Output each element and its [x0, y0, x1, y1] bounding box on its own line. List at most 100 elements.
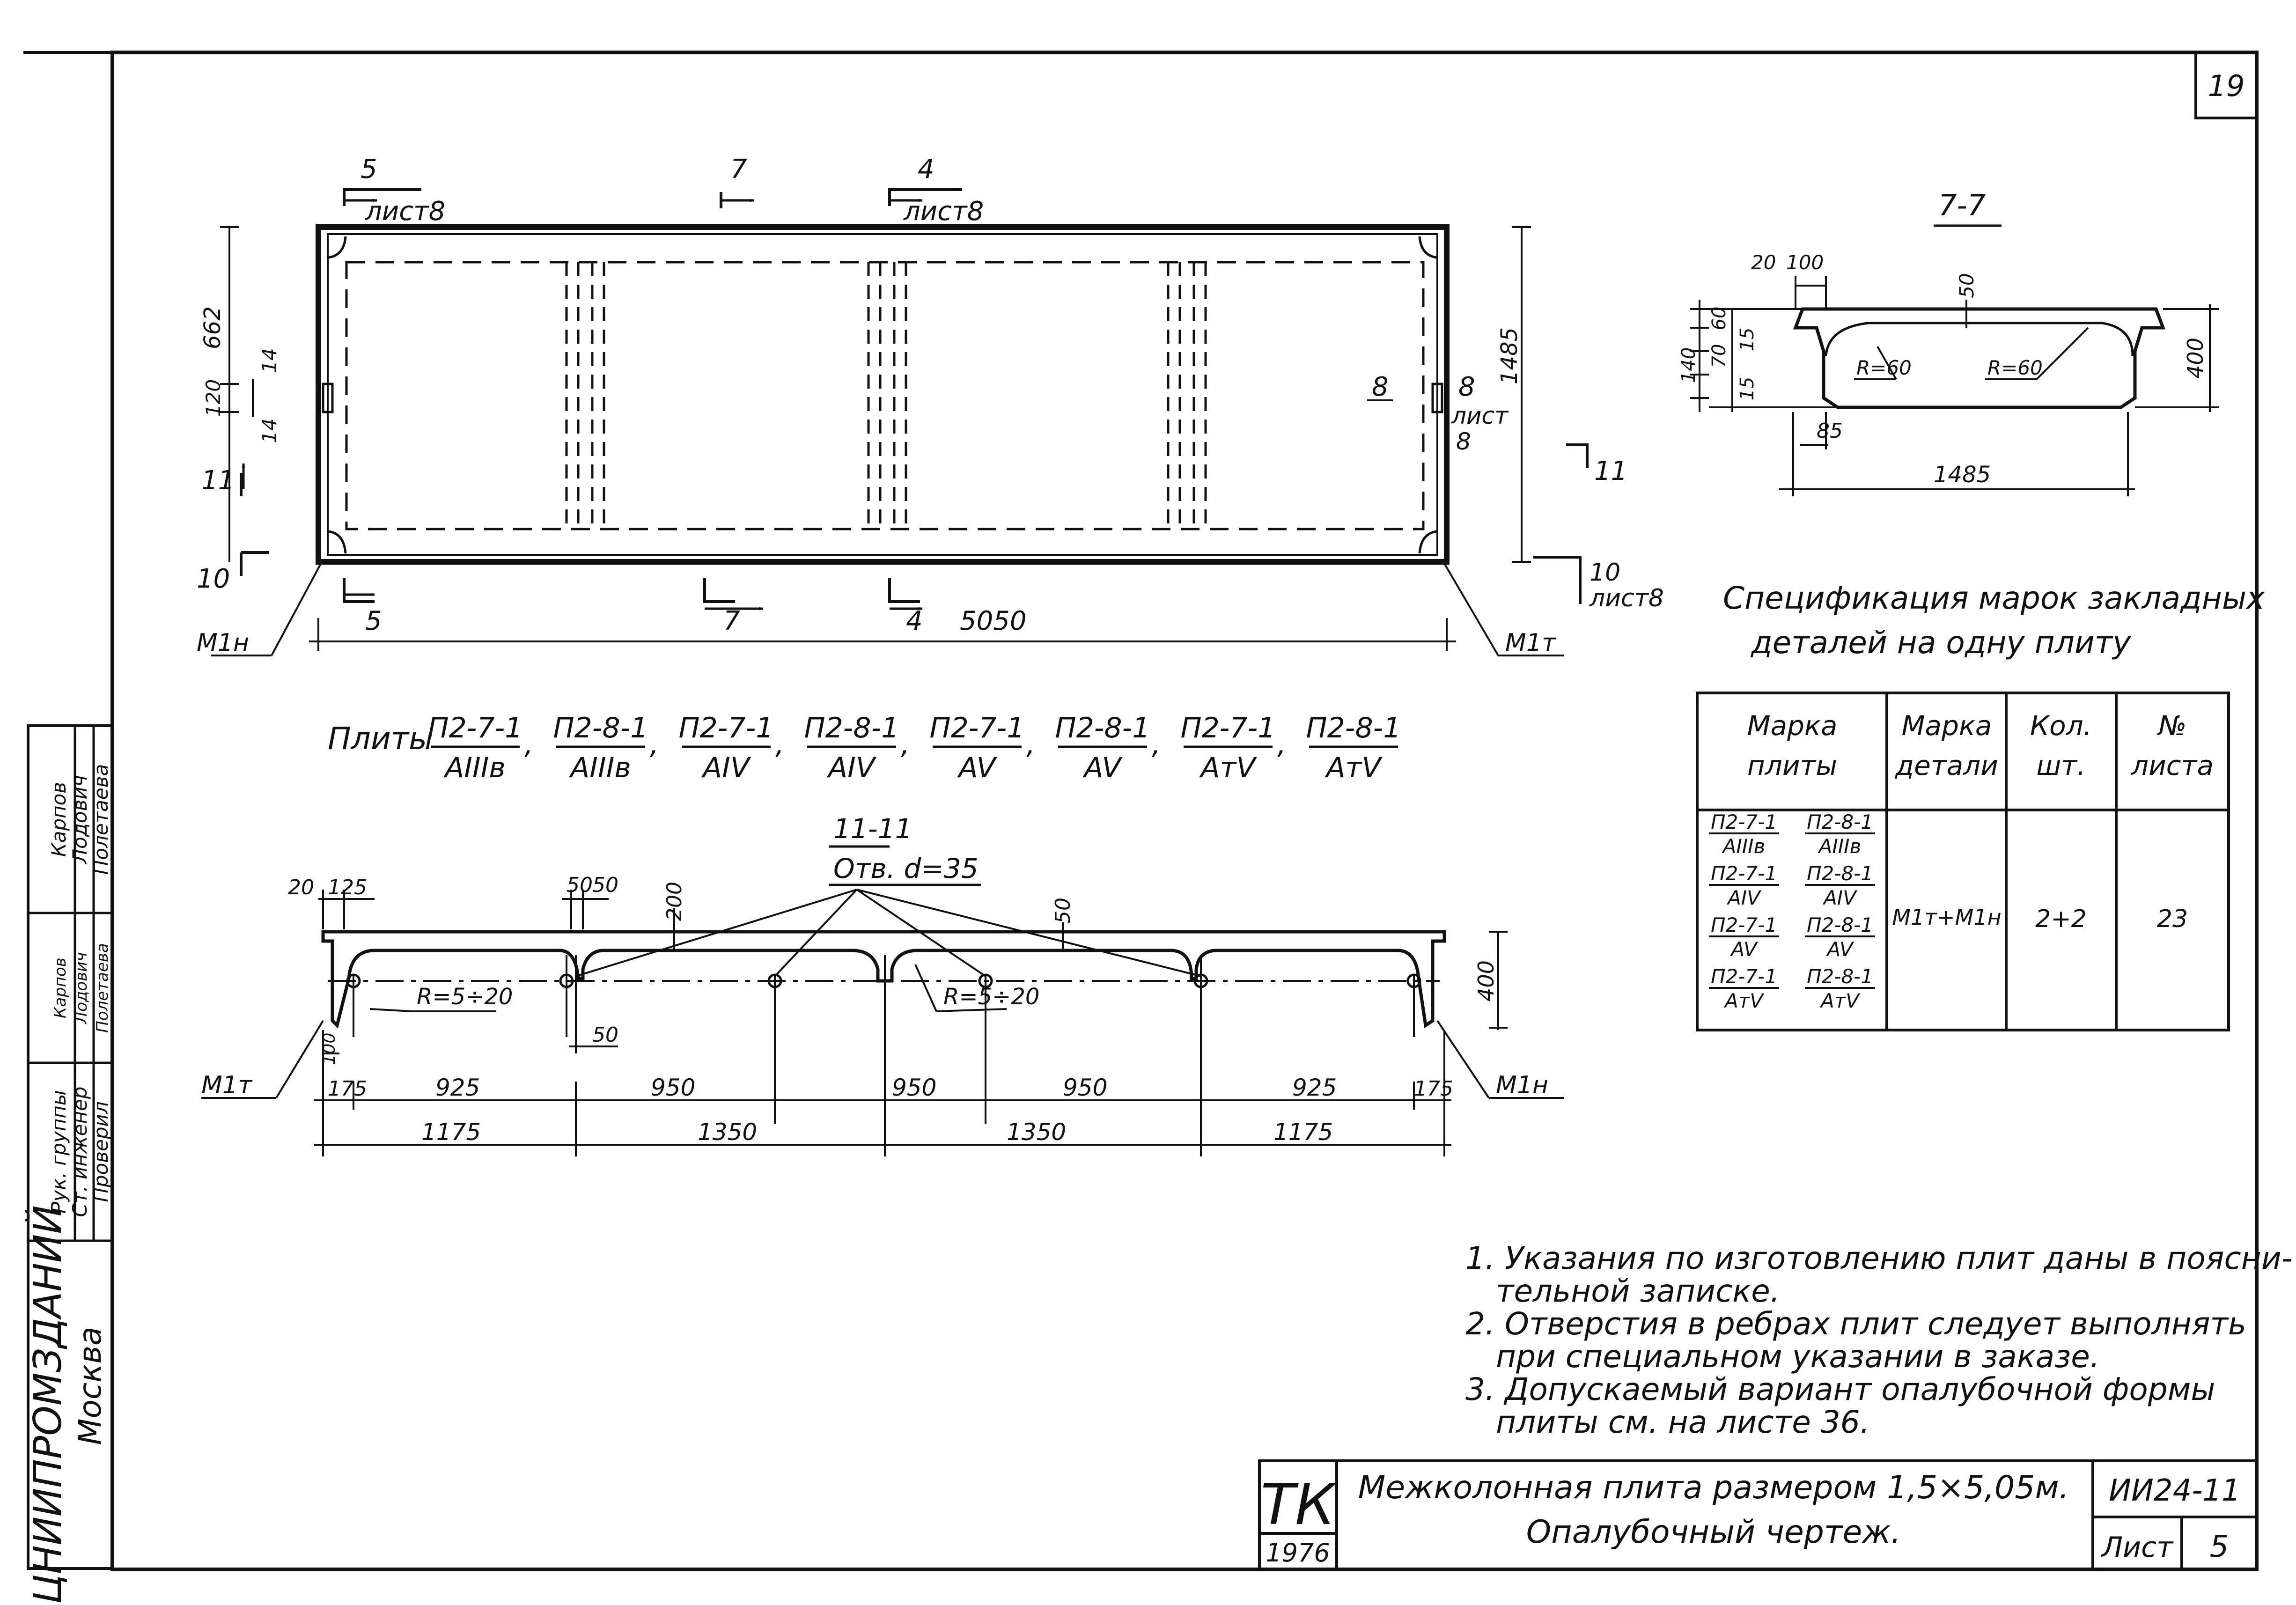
plan-dim-1485: 1485	[1496, 327, 1523, 384]
plate-fraction-num: П2-8-1	[804, 712, 899, 744]
spec-qty: 2+2	[2035, 905, 2087, 933]
plate-fraction-num: П2-7-1	[679, 712, 774, 744]
section1111-callout-m1n: М1н	[1496, 1071, 1548, 1099]
section1111-dim-c925b: 925	[1292, 1074, 1337, 1101]
spec-header-detail-1: Марка	[1902, 710, 1992, 742]
plate-fraction-sep: ,	[1152, 728, 1161, 761]
plate-fraction-den: AIV	[826, 751, 877, 784]
spec-plate-den: AV	[1825, 938, 1854, 961]
stamp-signature-1: Карпов	[51, 957, 70, 1018]
section77-dim-1485: 1485	[1934, 462, 1991, 488]
stamp-role-2: Ст. инженер	[68, 1087, 91, 1217]
section1111-dim-c175a: 175	[328, 1077, 367, 1101]
plan-sec10-left: 10	[197, 564, 230, 594]
section1111-radius-left: R=5÷20	[417, 984, 513, 1010]
plates-list: Плиты П2-7-1AIIIв,П2-8-1AIIIв,П2-7-1AIV,…	[328, 712, 1401, 784]
spec-plate-den: AIIIв	[1818, 835, 1862, 858]
plate-fraction-sep: ,	[1026, 728, 1035, 761]
section1111-dim-b50: 50	[592, 1023, 618, 1047]
spec-title-line2: деталей на одну плиту	[1751, 625, 2131, 661]
plate-fraction-den: AтV	[1199, 751, 1257, 784]
plate-fraction-sep: ,	[901, 728, 910, 761]
section77-dim-l70: 70	[1708, 344, 1730, 368]
note-line-3: 2. Отверстия в ребрах плит следует выпол…	[1465, 1306, 2246, 1342]
section77-dim-v50: 50	[1955, 273, 1978, 298]
section1111-dim-o1175a: 1175	[421, 1119, 481, 1146]
section1111-dim-c950a: 950	[651, 1074, 695, 1101]
plan-sec5-top-sheet: лист8	[365, 196, 445, 227]
plan-dim-14a: 14	[258, 348, 281, 373]
plan-view: 5 лист8 7 4 лист8 5 7 4 5050 8 8 лист 8 …	[197, 154, 1664, 657]
spec-sheet: 23	[2157, 905, 2188, 933]
stamp-org: ЦНИИПРОМЗДАНИЙ	[25, 1205, 70, 1604]
plate-fraction-sep: ,	[1277, 728, 1286, 761]
spec-plate-num: П2-7-1	[1711, 965, 1777, 988]
section1111-callout-m1t: М1т	[201, 1071, 253, 1099]
spec-plate-num: П2-7-1	[1711, 810, 1777, 833]
plate-fraction-sep: ,	[775, 728, 784, 761]
title-sheet-num: 5	[2210, 1530, 2229, 1564]
plan-sec8-sheet-word: лист	[1451, 402, 1509, 429]
plate-fraction-sep: ,	[524, 728, 533, 761]
plan-callout-m1n: М1н	[197, 629, 249, 657]
spec-detail: М1т+М1н	[1892, 905, 2001, 930]
section77-title: 7-7	[1938, 188, 1986, 222]
section1111-dim-c925a: 925	[435, 1074, 480, 1101]
plan-sec5-bot: 5	[365, 606, 382, 636]
section1111-dim-t125: 125	[328, 876, 367, 899]
section1111-dim-c175b: 175	[1414, 1077, 1453, 1101]
section-11-11: 11-11 Отв. d=35	[201, 813, 1564, 1156]
spec-header-sheet-2: листа	[2131, 750, 2214, 781]
spec-plate-den: AIV	[1726, 886, 1762, 909]
plate-fraction-num: П2-7-1	[930, 712, 1025, 744]
spec: Спецификация марок закладных деталей на …	[1696, 580, 2265, 1031]
section1111-dim-c950c: 950	[1063, 1074, 1107, 1101]
section77-dim-top20: 20	[1751, 251, 1776, 274]
stamp-role-3: Проверил	[89, 1101, 112, 1202]
plate-fraction-num: П2-8-1	[553, 712, 648, 744]
section77-dim-l15a: 15	[1737, 328, 1758, 352]
plate-fraction-den: AтV	[1324, 751, 1383, 784]
spec-plate-den: AIIIв	[1722, 835, 1766, 858]
spec-title-line1: Спецификация марок закладных	[1723, 580, 2265, 616]
plan-sec8-left: 8	[1372, 372, 1389, 402]
section1111-title: 11-11	[833, 813, 913, 845]
section1111-dim-o1350a: 1350	[698, 1119, 757, 1146]
plate-fraction-num: П2-7-1	[1181, 712, 1276, 744]
plates-prefix: Плиты	[328, 721, 433, 757]
section77-dim-85: 85	[1817, 419, 1843, 443]
plate-fraction-num: П2-8-1	[1306, 712, 1401, 744]
spec-plate-den: AIV	[1822, 886, 1858, 909]
spec-header-plate-2: плиты	[1747, 750, 1837, 781]
stamp-signature-3: Полетаева	[93, 943, 112, 1032]
spec-header-plate-1: Марка	[1747, 710, 1838, 742]
note-line-4: при специальном указании в заказе.	[1496, 1339, 2100, 1375]
stamp-name-1: Карпов	[47, 782, 70, 857]
plan-sec5-top: 5	[361, 154, 377, 184]
spec-header-qty-2: шт.	[2036, 750, 2085, 781]
section77-radius-left: R=60	[1856, 356, 1912, 379]
spec-plate-den: AтV	[1819, 989, 1861, 1012]
plan-sec11-left: 11	[201, 465, 235, 496]
title-tk: ТК	[1261, 1472, 1337, 1538]
spec-plate-num: П2-8-1	[1807, 913, 1873, 936]
plan-sec7-bot: 7	[723, 606, 740, 636]
section1111-dim-b100: 100	[320, 1033, 339, 1065]
spec-plate-num: П2-8-1	[1807, 862, 1873, 885]
plate-fraction-den: AIIIв	[443, 751, 506, 784]
section1111-dim-o1350b: 1350	[1007, 1119, 1066, 1146]
section1111-hole-note: Отв. d=35	[833, 853, 979, 884]
section1111-dim-c950b: 950	[892, 1074, 936, 1101]
plan-sec4-bot: 4	[906, 606, 923, 636]
plan-dim-662: 662	[199, 306, 226, 349]
section1111-dim-t200: 200	[662, 882, 686, 921]
title-line1: Межколонная плита размером 1,5×5,05м.	[1358, 1469, 2069, 1506]
title-block: ТК 1976 Межколонная плита размером 1,5×5…	[1258, 1459, 2258, 1571]
plates-fractions: П2-7-1AIIIв,П2-8-1AIIIв,П2-7-1AIV,П2-8-1…	[428, 712, 1401, 784]
spec-plate-den: AV	[1729, 938, 1759, 961]
plan-callout-m1t: М1т	[1505, 629, 1557, 657]
section1111-dim-t50a: 50	[567, 873, 593, 897]
section1111-dim-t50b: 50	[592, 873, 618, 897]
note-line-5: 3. Допускаемый вариант опалубочной формы	[1465, 1371, 2215, 1407]
